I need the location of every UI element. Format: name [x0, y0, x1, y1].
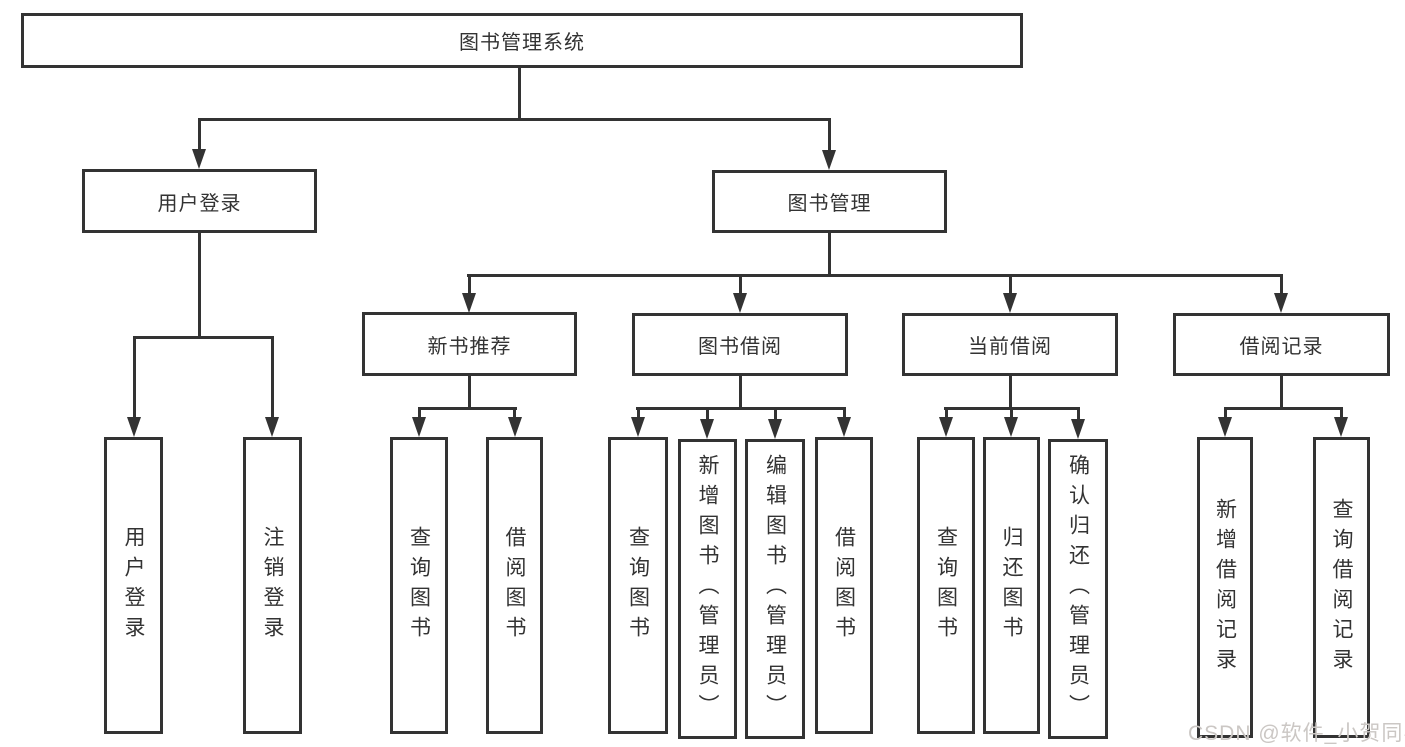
connector: [843, 407, 846, 418]
connector: [636, 407, 845, 410]
arrow-down-icon: [508, 417, 522, 437]
node-new-book-recommend-label: 新书推荐: [427, 335, 512, 358]
connector: [133, 336, 274, 339]
node-new-book-recommend: 新书推荐: [362, 312, 577, 376]
node-system-label: 图书管理系统: [459, 32, 585, 54]
node-book-management-label: 图书管理: [787, 193, 872, 215]
leaf-user-login: 用户登录: [104, 437, 163, 734]
connector: [739, 376, 742, 409]
connector: [1009, 376, 1012, 409]
connector: [1009, 274, 1012, 294]
connector: [774, 407, 777, 420]
node-current-borrow: 当前借阅: [902, 313, 1118, 376]
node-book-borrow-label: 图书借阅: [698, 336, 782, 358]
connector: [198, 233, 201, 338]
leaf-add-borrow-record: 新增借阅记录: [1197, 437, 1253, 738]
csdn-watermark: CSDN @软件_小贺同学: [1188, 722, 1405, 745]
arrow-down-icon: [822, 150, 836, 170]
connector: [271, 336, 274, 418]
node-current-borrow-label: 当前借阅: [968, 336, 1052, 358]
connector: [518, 66, 521, 121]
arrow-down-icon: [939, 417, 953, 437]
leaf-add-books-admin: 新增图书（管理员）: [678, 439, 737, 739]
connector: [945, 407, 948, 418]
arrow-down-icon: [1274, 293, 1288, 313]
connector: [637, 407, 640, 418]
leaf-borrow-books-label: 借阅图书: [832, 525, 856, 646]
connector: [1280, 376, 1283, 409]
arrow-down-icon: [1071, 419, 1085, 439]
connector: [468, 274, 471, 294]
arrow-down-icon: [1004, 417, 1018, 437]
leaf-user-login-label: 用户登录: [122, 525, 145, 646]
arrow-down-icon: [768, 419, 782, 439]
leaf-query-books-borrow: 查询图书: [608, 437, 668, 734]
connector: [706, 407, 709, 420]
node-user-login-label: 用户登录: [157, 192, 242, 215]
arrow-down-icon: [1218, 417, 1232, 437]
arrow-down-icon: [412, 417, 426, 437]
leaf-borrow-books: 借阅图书: [815, 437, 873, 734]
arrow-down-icon: [1334, 417, 1348, 437]
leaf-add-borrow-record-label: 新增借阅记录: [1213, 497, 1237, 678]
connector: [1280, 274, 1283, 294]
leaf-logout-label: 注销登录: [261, 525, 284, 646]
arrow-down-icon: [127, 417, 141, 437]
leaf-query-borrow-record: 查询借阅记录: [1313, 437, 1370, 738]
connector: [418, 407, 421, 418]
connector: [1224, 407, 1227, 418]
leaf-query-books-current-label: 查询图书: [934, 525, 958, 646]
leaf-return-books-label: 归还图书: [1000, 525, 1023, 646]
arrow-down-icon: [631, 417, 645, 437]
node-system: 图书管理系统: [21, 13, 1023, 68]
leaf-return-books: 归还图书: [983, 437, 1040, 734]
connector: [1224, 407, 1343, 410]
leaf-add-books-admin-label: 新增图书（管理员）: [696, 454, 719, 724]
leaf-query-books-borrow-label: 查询图书: [626, 525, 650, 646]
connector: [739, 274, 742, 294]
connector: [133, 336, 136, 418]
arrow-down-icon: [192, 149, 206, 169]
leaf-edit-books-admin-label: 编辑图书（管理员）: [763, 454, 787, 724]
connector: [513, 407, 516, 418]
connector: [198, 118, 831, 121]
leaf-borrow-books-recommend: 借阅图书: [486, 437, 543, 734]
connector: [467, 274, 1283, 277]
node-book-borrow: 图书借阅: [632, 313, 848, 376]
arrow-down-icon: [837, 417, 851, 437]
arrow-down-icon: [462, 293, 476, 313]
node-book-management: 图书管理: [712, 170, 947, 233]
connector: [828, 233, 831, 277]
connector: [1010, 407, 1013, 418]
leaf-query-borrow-record-label: 查询借阅记录: [1330, 497, 1353, 678]
connector: [1340, 407, 1343, 418]
leaf-query-books-current: 查询图书: [917, 437, 975, 734]
connector: [828, 118, 831, 151]
leaf-query-books-recommend: 查询图书: [390, 437, 448, 734]
leaf-confirm-return-admin-label: 确认归还（管理员）: [1066, 454, 1090, 724]
arrow-down-icon: [1003, 293, 1017, 313]
arrow-down-icon: [265, 417, 279, 437]
node-borrow-record-label: 借阅记录: [1239, 336, 1324, 358]
arrow-down-icon: [700, 419, 714, 439]
leaf-query-books-recommend-label: 查询图书: [407, 525, 431, 646]
connector: [418, 407, 517, 410]
connector: [1077, 407, 1080, 420]
connector: [468, 376, 471, 409]
leaf-edit-books-admin: 编辑图书（管理员）: [745, 439, 805, 739]
leaf-logout: 注销登录: [243, 437, 302, 734]
arrow-down-icon: [733, 293, 747, 313]
connector: [198, 118, 201, 150]
node-user-login: 用户登录: [82, 169, 317, 233]
leaf-borrow-books-recommend-label: 借阅图书: [503, 525, 526, 646]
node-borrow-record: 借阅记录: [1173, 313, 1390, 376]
leaf-confirm-return-admin: 确认归还（管理员）: [1048, 439, 1108, 739]
